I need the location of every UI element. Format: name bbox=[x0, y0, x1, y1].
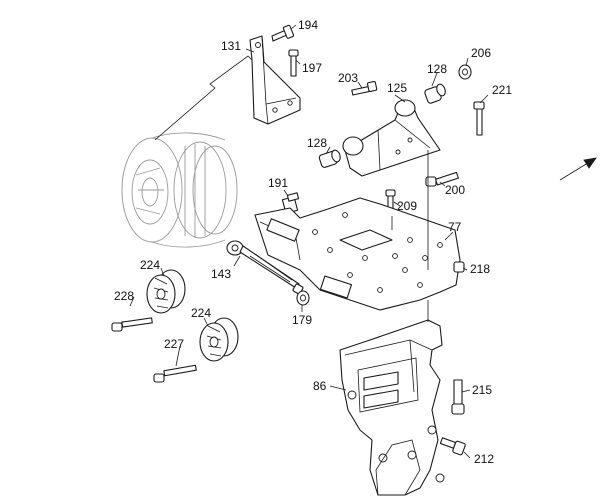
callout-209: 209 bbox=[397, 199, 417, 213]
callout-200: 200 bbox=[445, 183, 465, 197]
bracket-131 bbox=[249, 35, 301, 125]
callout-206: 206 bbox=[471, 46, 491, 60]
callout-228: 228 bbox=[114, 289, 134, 303]
arrow-icon bbox=[559, 157, 597, 181]
callout-212: 212 bbox=[474, 452, 494, 466]
callout-224-lower: 224 bbox=[191, 306, 211, 320]
callout-224-upper: 224 bbox=[140, 258, 160, 272]
bracket-191 bbox=[281, 192, 300, 214]
callout-143: 143 bbox=[211, 267, 231, 281]
nut-179 bbox=[296, 290, 310, 306]
bushing-128-top bbox=[424, 83, 446, 104]
bolt-227 bbox=[153, 364, 197, 383]
pulley-224-upper bbox=[146, 269, 186, 314]
callout-191: 191 bbox=[268, 176, 288, 190]
alternator-ghost bbox=[121, 132, 238, 248]
main-bracket-86 bbox=[339, 319, 445, 496]
bolt-209 bbox=[385, 189, 396, 217]
callout-179: 179 bbox=[292, 313, 312, 327]
pulley-224-lower bbox=[199, 317, 239, 362]
callout-197: 197 bbox=[302, 61, 322, 75]
callout-221: 221 bbox=[492, 83, 512, 97]
bolt-221 bbox=[473, 101, 485, 136]
callout-203: 203 bbox=[338, 71, 358, 85]
bolt-200 bbox=[425, 171, 459, 187]
bolt-194 bbox=[271, 24, 295, 42]
mounting-plate-77 bbox=[254, 197, 461, 311]
bushing-128-left bbox=[318, 149, 341, 168]
callout-131: 131 bbox=[221, 39, 241, 53]
rod-143 bbox=[226, 240, 304, 295]
callout-215: 215 bbox=[472, 383, 492, 397]
callout-218: 218 bbox=[470, 262, 490, 276]
bolt-228 bbox=[111, 317, 153, 332]
callout-227: 227 bbox=[164, 337, 184, 351]
bolt-215 bbox=[451, 379, 465, 415]
tensioner-arm-125 bbox=[342, 99, 441, 177]
leader-lines bbox=[129, 24, 489, 459]
callout-77: 77 bbox=[448, 220, 462, 234]
bolt-212 bbox=[439, 437, 466, 456]
washer-206 bbox=[458, 64, 472, 80]
callout-128-top: 128 bbox=[427, 62, 447, 76]
callout-86: 86 bbox=[313, 379, 327, 393]
callout-128-left: 128 bbox=[307, 136, 327, 150]
bolt-197 bbox=[288, 49, 299, 77]
callout-194: 194 bbox=[298, 18, 318, 32]
callout-125: 125 bbox=[387, 81, 407, 95]
nut-218 bbox=[453, 261, 465, 273]
